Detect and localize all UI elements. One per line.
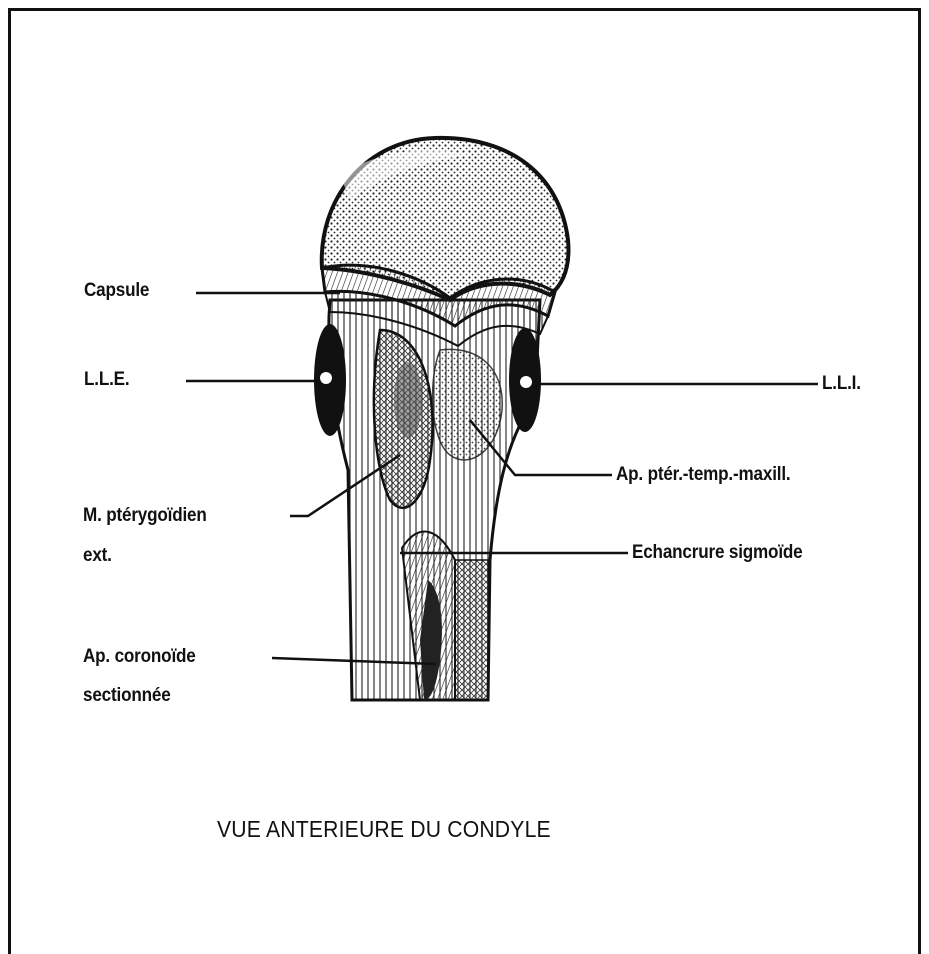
- label-coronoide-line2: sectionnée: [83, 683, 171, 709]
- label-capsule: Capsule: [84, 278, 149, 304]
- label-lle: L.L.E.: [84, 367, 129, 393]
- label-pterygoidien-line1: M. ptérygoïdien: [83, 503, 207, 529]
- label-coronoide-line1: Ap. coronoïde: [83, 644, 196, 670]
- label-echancrure: Echancrure sigmoïde: [632, 540, 802, 566]
- label-ap-pter: Ap. ptér.-temp.-maxill.: [616, 462, 791, 488]
- label-pterygoidien-line2: ext.: [83, 543, 112, 569]
- figure-title: VUE ANTERIEURE DU CONDYLE: [217, 814, 551, 844]
- label-lli: L.L.I.: [822, 371, 861, 397]
